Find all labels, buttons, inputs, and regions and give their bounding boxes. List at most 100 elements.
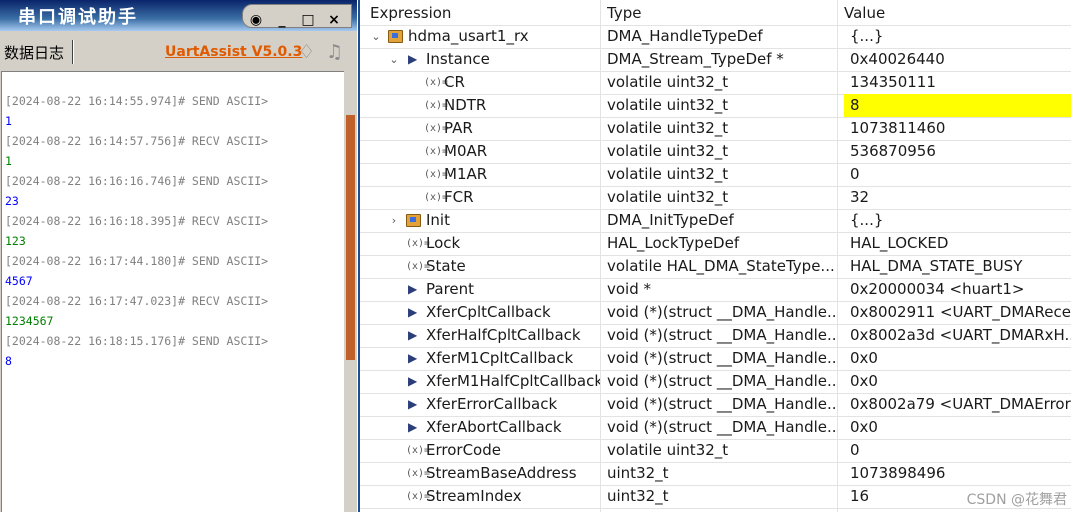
watermark: CSDN @花舞君 [966, 492, 1067, 508]
brand-link[interactable]: UartAssist V5.0.3 [165, 44, 303, 60]
watch-value[interactable]: 0x20000034 <huart1> [850, 280, 1025, 298]
watch-type: volatile uint32_t [607, 73, 729, 91]
window-title: 串口调试助手 [18, 7, 138, 28]
watch-value[interactable]: 0x0 [850, 349, 878, 367]
log-entry-data: 23 [5, 194, 19, 208]
column-header-value[interactable]: Value [844, 4, 886, 22]
watch-value[interactable]: 1073898496 [850, 464, 946, 482]
watch-value-changed[interactable]: 8 [844, 94, 1071, 117]
column-header-expression[interactable]: Expression [370, 4, 452, 22]
watch-value[interactable]: {...} [850, 27, 884, 45]
watch-type: volatile uint32_t [607, 188, 729, 206]
watch-value[interactable]: {...} [850, 211, 884, 229]
pointer-icon: ▶ [408, 282, 418, 296]
chevron-down-icon[interactable]: ⌄ [389, 53, 399, 66]
log-scrollbar[interactable] [344, 71, 357, 512]
watch-type: void * [607, 280, 652, 298]
tab-data-log[interactable]: 数据日志 [4, 44, 65, 62]
variable-icon: (x)= [424, 123, 449, 134]
watch-type: DMA_InitTypeDef [607, 211, 734, 229]
watch-row[interactable]: ▶ Parent void * 0x20000034 <huart1> [360, 278, 1071, 302]
title-controls: ◉ _ □ × [242, 4, 352, 28]
variable-icon: (x)= [424, 100, 449, 111]
column-divider[interactable] [600, 0, 601, 512]
watch-value[interactable]: 0x0 [850, 418, 878, 436]
watch-header: Expression Type Value [360, 2, 1071, 26]
watch-value[interactable]: HAL_LOCKED [850, 234, 949, 252]
watch-expression: State [426, 257, 466, 275]
watch-value[interactable]: 32 [850, 188, 870, 206]
watch-value[interactable]: 16 [850, 487, 870, 505]
variable-icon: (x)= [406, 491, 431, 502]
watch-expression: hdma_usart1_rx [408, 27, 529, 45]
diamond-icon[interactable]: ♢ [298, 41, 316, 63]
pointer-icon: ▶ [408, 420, 418, 434]
watch-type: volatile uint32_t [607, 165, 729, 183]
watch-type: void (*)(struct __DMA_Handle... [607, 418, 837, 436]
watch-value[interactable]: HAL_DMA_STATE_BUSY [850, 257, 1023, 275]
watch-value[interactable]: 0x0 [850, 372, 878, 390]
watch-expression: ErrorCode [426, 441, 501, 459]
watch-type: uint32_t [607, 487, 669, 505]
watch-row[interactable]: ▶ XferErrorCallback void (*)(struct __DMA_… [360, 393, 1071, 417]
log-entry-data: 1 [5, 154, 12, 168]
variable-icon: (x)= [424, 146, 449, 157]
watch-expression: CR [444, 73, 465, 91]
pointer-icon: ▶ [408, 328, 418, 342]
close-button[interactable]: × [328, 12, 340, 28]
watch-type: void (*)(struct __DMA_Handle... [607, 395, 837, 413]
minimize-button[interactable]: _ [278, 12, 286, 28]
scrollbar-thumb[interactable] [346, 115, 355, 360]
variable-icon: (x)= [424, 169, 449, 180]
watch-value[interactable]: 0 [850, 441, 860, 459]
watch-value[interactable]: 536870956 [850, 142, 936, 160]
watch-expression: Parent [426, 280, 475, 298]
struct-icon [388, 30, 403, 43]
watch-value[interactable]: 0x8002911 <UART_DMARece... [850, 303, 1071, 321]
watch-value[interactable]: 0x40026440 [850, 50, 945, 68]
watch-value[interactable]: 1073811460 [850, 119, 946, 137]
watch-type: void (*)(struct __DMA_Handle... [607, 349, 837, 367]
pointer-icon: ▶ [408, 397, 418, 411]
watch-expression: M0AR [444, 142, 488, 160]
watch-expression: XferErrorCallback [426, 395, 558, 413]
watch-value[interactable]: 0 [850, 165, 860, 183]
watch-type: volatile HAL_DMA_StateType... [607, 257, 835, 275]
watch-type: void (*)(struct __DMA_Handle... [607, 372, 837, 390]
log-area[interactable]: [2024-08-22 16:14:55.974]# SEND ASCII>1[… [1, 71, 345, 512]
column-divider[interactable] [837, 0, 838, 512]
variable-icon: (x)= [406, 238, 431, 249]
watch-value[interactable]: 0x8002a79 <UART_DMAError> [850, 395, 1071, 413]
bell-icon[interactable]: ♫ [326, 41, 344, 63]
watch-value[interactable]: 134350111 [850, 73, 936, 91]
chevron-right-icon[interactable]: › [391, 214, 397, 227]
chevron-down-icon[interactable]: ⌄ [371, 30, 381, 43]
pointer-icon: ▶ [408, 374, 418, 388]
column-header-type[interactable]: Type [607, 4, 642, 22]
maximize-button[interactable]: □ [301, 12, 315, 28]
pin-icon[interactable]: ◉ [249, 12, 263, 28]
pointer-icon: ▶ [408, 351, 418, 365]
watch-value[interactable]: 0x8002a3d <UART_DMARxH... [850, 326, 1071, 344]
watch-type: void (*)(struct __DMA_Handle... [607, 326, 837, 344]
